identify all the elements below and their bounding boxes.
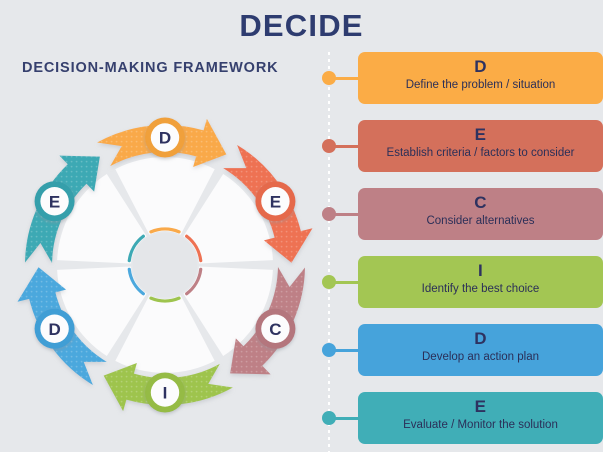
- step-letter: E: [474, 125, 487, 144]
- wheel-wedges: [57, 157, 273, 373]
- timeline-connector: [334, 416, 360, 420]
- timeline-connector: [334, 212, 360, 216]
- badge-inner-circle: [150, 123, 180, 152]
- timeline-dot: [322, 71, 336, 85]
- wheel-badge-e-1[interactable]: E: [255, 181, 296, 222]
- badge-letter: D: [159, 129, 171, 148]
- timeline-connector: [334, 280, 360, 284]
- step-description: Establish criteria / factors to consider: [386, 147, 575, 159]
- badge-letter: D: [48, 320, 60, 339]
- wheel-badge-d-0[interactable]: D: [145, 117, 185, 158]
- step-letter: E: [474, 397, 487, 416]
- step-letter: D: [474, 57, 487, 76]
- badge-inner-circle: [261, 314, 290, 343]
- timeline-dot: [322, 207, 336, 221]
- timeline-step: D Define the problem / situation: [320, 52, 603, 104]
- wheel-letter-badges: D E C I D E: [34, 117, 296, 413]
- wheel-wedge: [183, 174, 273, 264]
- wheel-svg: D E C I D E: [17, 117, 313, 413]
- hub-arc: [185, 234, 203, 263]
- step-card[interactable]: E Establish criteria / factors to conside…: [358, 120, 603, 172]
- hub-arc: [127, 267, 145, 296]
- timeline-step: I Identify the best choice: [320, 256, 603, 308]
- step-card[interactable]: E Evaluate / Monitor the solution: [358, 392, 603, 444]
- hub-disc: [133, 233, 197, 297]
- timeline-dot: [322, 139, 336, 153]
- timeline-dot: [322, 275, 336, 289]
- step-description: Evaluate / Monitor the solution: [403, 419, 558, 431]
- step-card[interactable]: D Define the problem / situation: [358, 52, 603, 104]
- wheel-badge-c-2[interactable]: C: [255, 308, 296, 349]
- hub-arc: [127, 234, 145, 263]
- page-title: DECIDE: [239, 8, 364, 43]
- timeline-step: E Evaluate / Monitor the solution: [320, 392, 603, 444]
- hub-arc: [185, 267, 203, 296]
- wheel-wedge: [57, 266, 147, 356]
- timeline-dot: [322, 343, 336, 357]
- step-description: Define the problem / situation: [405, 79, 556, 91]
- badge-inner-circle: [40, 187, 69, 216]
- badge-letter: E: [49, 192, 60, 211]
- wheel-badge-i-3[interactable]: I: [145, 372, 185, 413]
- step-card[interactable]: C Consider alternatives: [358, 188, 603, 240]
- step-description: Develop an action plan: [422, 351, 539, 363]
- framework-subtitle: DECISION-MAKING FRAMEWORK: [22, 60, 279, 76]
- wheel-wedge: [57, 174, 147, 264]
- step-card[interactable]: I Identify the best choice: [358, 256, 603, 308]
- timeline-connector: [334, 144, 360, 148]
- wheel-wedge: [115, 157, 215, 235]
- step-description: Identify the best choice: [421, 283, 540, 295]
- step-letter: D: [474, 329, 487, 348]
- badge-letter: E: [270, 192, 281, 211]
- wheel-badge-d-4[interactable]: D: [34, 308, 75, 349]
- badge-inner-circle: [40, 314, 69, 343]
- step-letter: C: [474, 193, 487, 212]
- badge-letter: I: [163, 384, 168, 403]
- badge-inner-circle: [261, 187, 290, 216]
- hub-arc: [149, 296, 181, 303]
- wheel-badge-e-5[interactable]: E: [34, 181, 75, 222]
- wheel-hub: [127, 227, 203, 303]
- step-description: Consider alternatives: [426, 215, 535, 227]
- timeline-connector: [334, 76, 360, 80]
- timeline-step: D Develop an action plan: [320, 324, 603, 376]
- badge-letter: C: [269, 320, 281, 339]
- decide-wheel-diagram: D E C I D E: [10, 100, 320, 430]
- step-card[interactable]: D Develop an action plan: [358, 324, 603, 376]
- step-letter: I: [477, 261, 484, 280]
- timeline-spine: [328, 52, 330, 452]
- timeline-step: E Establish criteria / factors to conside…: [320, 120, 603, 172]
- wheel-wedge: [183, 266, 273, 356]
- badge-inner-circle: [150, 378, 180, 407]
- timeline-step: C Consider alternatives: [320, 188, 603, 240]
- timeline-connector: [334, 348, 360, 352]
- wheel-wedge: [115, 295, 215, 373]
- timeline-dot: [322, 411, 336, 425]
- hub-arc: [149, 227, 181, 234]
